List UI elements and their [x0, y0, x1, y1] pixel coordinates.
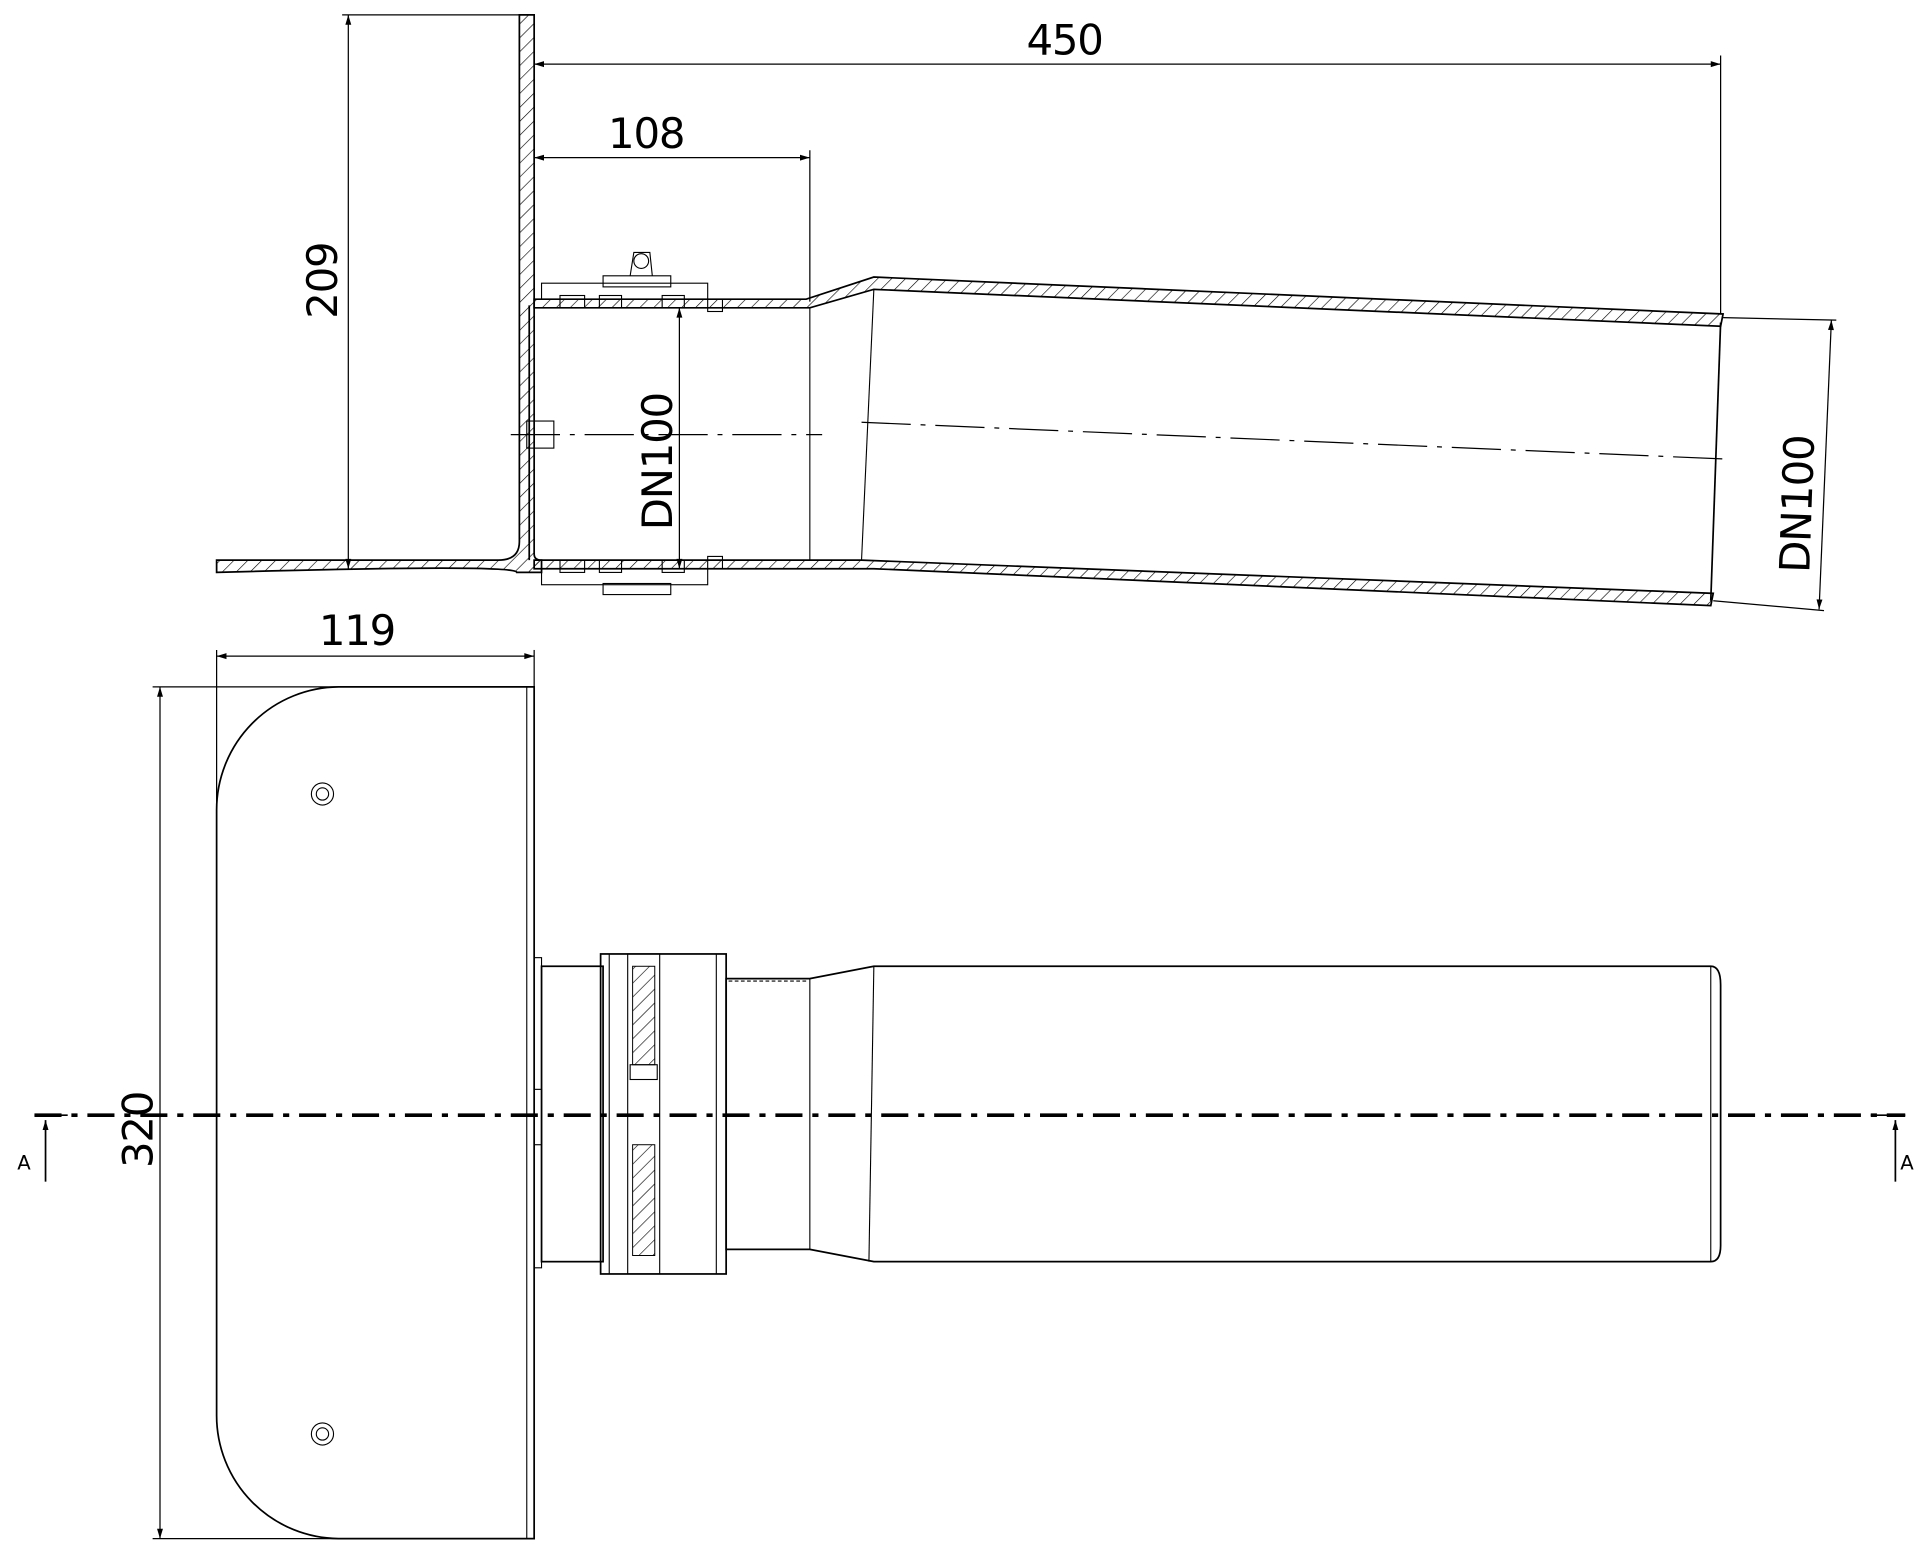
- mounting-hole-top: [310, 782, 335, 806]
- section-mark-left: A: [17, 1151, 31, 1174]
- plan-view: A A 119 320: [17, 606, 1914, 1540]
- wall-flange: [215, 14, 543, 574]
- dimension-label-dn100-inlet: DN100: [633, 393, 682, 530]
- dimension-label-dn100-outlet: DN100: [1770, 435, 1824, 574]
- coupling-clamp: [526, 251, 724, 596]
- dimension-line-dn100-outlet: [1816, 320, 1834, 610]
- section-mark-right: A: [1900, 1151, 1914, 1174]
- pipe-bottom-wall: [533, 559, 1715, 607]
- dimension-label-209: 209: [298, 243, 347, 319]
- dimension-label-320: 320: [114, 1092, 163, 1168]
- mounting-hole-bottom: [310, 1422, 335, 1446]
- dimension-label-108: 108: [608, 109, 684, 158]
- pipe-top-wall: [533, 276, 1725, 328]
- dimension-label-450: 450: [1027, 15, 1103, 64]
- section-view: 450 108 209 DN100 DN100: [215, 14, 1837, 612]
- dimension-label-119: 119: [319, 606, 395, 655]
- mounting-plate: [215, 686, 536, 1540]
